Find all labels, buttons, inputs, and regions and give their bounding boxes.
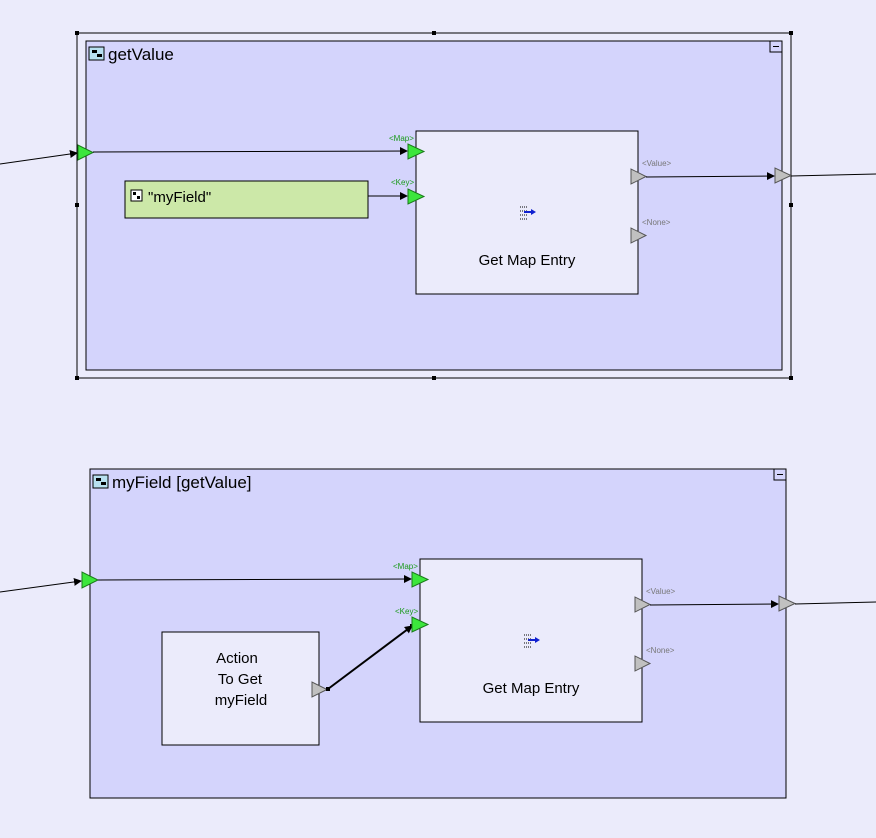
port-label-map: <Map> — [393, 562, 418, 571]
get-map-entry-node[interactable]: Get Map Entry — [419, 558, 643, 723]
action-output-port[interactable] — [311, 681, 329, 698]
value-wire[interactable] — [645, 172, 775, 181]
port-label-key: <Key> — [391, 178, 414, 187]
map-entry-icon — [524, 634, 540, 648]
incoming-wire[interactable] — [0, 150, 78, 165]
port-label-none: <None> — [642, 218, 671, 227]
outgoing-wire[interactable] — [790, 173, 876, 177]
node-label: Get Map Entry — [479, 252, 576, 269]
map-input-port[interactable] — [411, 571, 430, 588]
map-input-port[interactable] — [407, 143, 426, 160]
none-output-port[interactable] — [630, 227, 648, 244]
selection-handles[interactable] — [75, 31, 793, 380]
wire-handle[interactable] — [326, 687, 330, 691]
container-input-port[interactable] — [81, 571, 100, 589]
container-output-port[interactable] — [778, 595, 797, 612]
port-label-map: <Map> — [389, 134, 414, 143]
value-output-port[interactable] — [634, 596, 652, 613]
constant-icon — [130, 189, 143, 202]
get-map-entry-node[interactable]: Get Map Entry — [415, 130, 639, 295]
node-label: Get Map Entry — [483, 680, 580, 697]
map-entry-icon — [520, 206, 536, 220]
map-wire[interactable] — [92, 147, 408, 156]
resize-handle[interactable] — [75, 376, 79, 380]
key-input-port[interactable] — [411, 616, 430, 633]
diagram-my-field[interactable]: myField [getValue] Action To Get myField — [0, 468, 876, 799]
container-title: myField [getValue] — [112, 473, 252, 492]
container-output-port[interactable] — [774, 167, 793, 184]
resize-handle[interactable] — [75, 203, 79, 207]
container-title: getValue — [108, 45, 174, 64]
resize-handle[interactable] — [789, 31, 793, 35]
port-label-key: <Key> — [395, 607, 418, 616]
container-icon — [88, 46, 105, 61]
port-label-value: <Value> — [642, 159, 672, 168]
value-output-port[interactable] — [630, 168, 648, 185]
collapse-button[interactable] — [769, 40, 783, 53]
action-block[interactable]: Action To Get myField — [161, 631, 320, 746]
port-label-value: <Value> — [646, 587, 676, 596]
outgoing-wire[interactable] — [794, 601, 876, 605]
action-label-line-2: To Get — [218, 671, 263, 688]
resize-handle[interactable] — [432, 376, 436, 380]
none-output-port[interactable] — [634, 655, 652, 672]
collapse-button[interactable] — [773, 468, 787, 481]
constant-value: "myField" — [148, 189, 211, 206]
map-wire[interactable] — [97, 575, 412, 584]
constant-block[interactable]: "myField" — [124, 180, 369, 219]
resize-handle[interactable] — [789, 376, 793, 380]
key-input-port[interactable] — [407, 188, 426, 205]
container-icon — [92, 474, 109, 489]
value-wire[interactable] — [649, 600, 779, 609]
resize-handle[interactable] — [432, 31, 436, 35]
diagram-get-value[interactable]: getValue "myField" — [0, 31, 876, 380]
action-label-line-1: Action — [216, 650, 258, 667]
resize-handle[interactable] — [75, 31, 79, 35]
container-input-port[interactable] — [77, 144, 95, 161]
resize-handle[interactable] — [789, 203, 793, 207]
incoming-wire[interactable] — [0, 577, 82, 593]
action-label-line-3: myField — [215, 692, 268, 709]
port-label-none: <None> — [646, 646, 675, 655]
key-wire-selected[interactable] — [327, 625, 413, 690]
